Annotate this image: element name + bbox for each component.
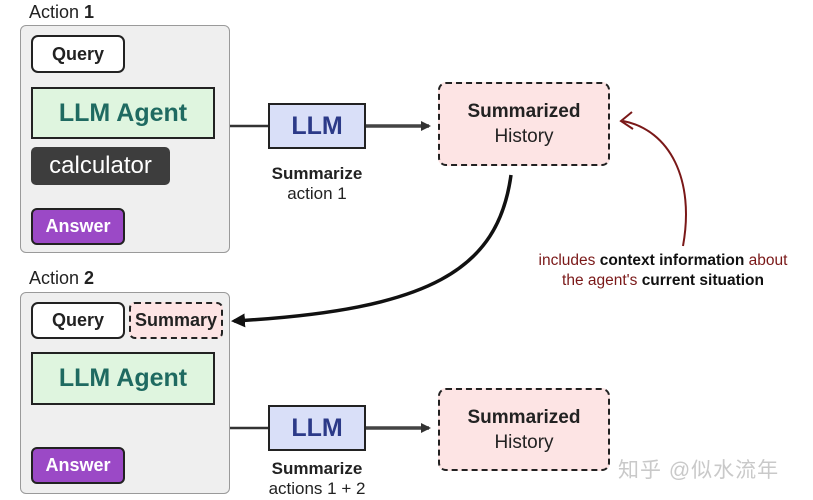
action-1-title: Action 1 — [29, 2, 95, 22]
action-2-title: Action 2 — [29, 268, 95, 288]
llm-agent-node-2: LLM Agent — [31, 352, 215, 405]
query-node-2: Query — [31, 302, 125, 339]
summarized-history-2: Summarized History — [438, 388, 610, 471]
llm-summarizer-1: LLM — [268, 103, 366, 149]
context-annotation: includes context information about the a… — [538, 252, 788, 289]
llm-summarizer-2: LLM — [268, 405, 366, 451]
history-to-summary-curved-arrow — [231, 174, 513, 328]
annotation-arrow — [622, 120, 687, 247]
llm-agent-node-1: LLM Agent — [31, 87, 215, 139]
answer-node-2: Answer — [31, 447, 125, 484]
answer-node-1: Answer — [31, 208, 125, 245]
summarized-history-1: Summarized History — [438, 82, 610, 166]
summary-node: Summary — [129, 302, 223, 339]
summarize-caption-2: Summarize actions 1 + 2 — [268, 459, 366, 498]
annotation-arrow-head — [619, 111, 634, 130]
calculator-tool-node: calculator — [31, 147, 170, 185]
watermark: 知乎 @似水流年 — [618, 459, 780, 482]
query-node-1: Query — [31, 35, 125, 73]
summarize-caption-1: Summarize action 1 — [271, 164, 363, 203]
